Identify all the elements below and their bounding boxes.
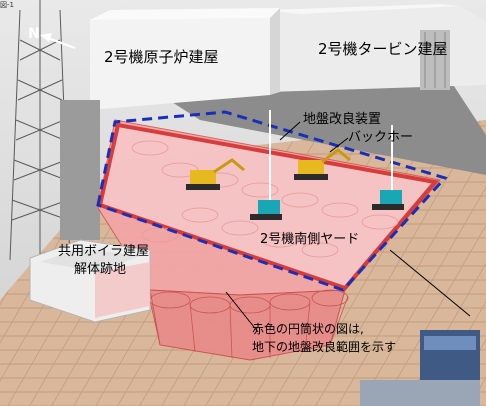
boiler-building-label-line1: 共用ボイラ建屋 bbox=[58, 244, 150, 259]
ground-improvement-devices bbox=[250, 110, 404, 220]
legend-note-line1: 赤色の円筒状の図は, bbox=[252, 322, 364, 336]
backhoe-left bbox=[186, 158, 245, 190]
right-equipment bbox=[360, 330, 480, 406]
ground-improvement-device-label: 地盤改良装置 bbox=[303, 112, 382, 127]
side-structure bbox=[60, 100, 100, 240]
south-yard-label: 2号機南側ヤード bbox=[260, 232, 360, 247]
legend-note: 赤色の円筒状の図は, 地下の地盤改良範囲を示す bbox=[252, 320, 396, 356]
backhoe-right bbox=[294, 148, 351, 180]
north-label: N bbox=[28, 26, 40, 42]
reactor-building-label: 2号機原子炉建屋 bbox=[104, 48, 219, 66]
turbine-building bbox=[268, 4, 486, 92]
legend-note-line2: 地下の地盤改良範囲を示す bbox=[252, 340, 397, 354]
turbine-building-label: 2号機タービン建屋 bbox=[318, 40, 448, 58]
yard-cylinder-tops bbox=[131, 140, 399, 258]
north-arrow-icon bbox=[40, 33, 76, 49]
corner-caption: 図-1 bbox=[0, 1, 14, 9]
backhoe-label: バックホー bbox=[348, 130, 414, 145]
reactor-building bbox=[90, 8, 280, 110]
work-area-boundary bbox=[96, 110, 448, 292]
boiler-building-label-line2: 解体跡地 bbox=[74, 262, 127, 277]
boiler-building-site bbox=[29, 239, 151, 323]
gravel-area bbox=[150, 80, 486, 175]
leader-lines bbox=[225, 121, 471, 333]
